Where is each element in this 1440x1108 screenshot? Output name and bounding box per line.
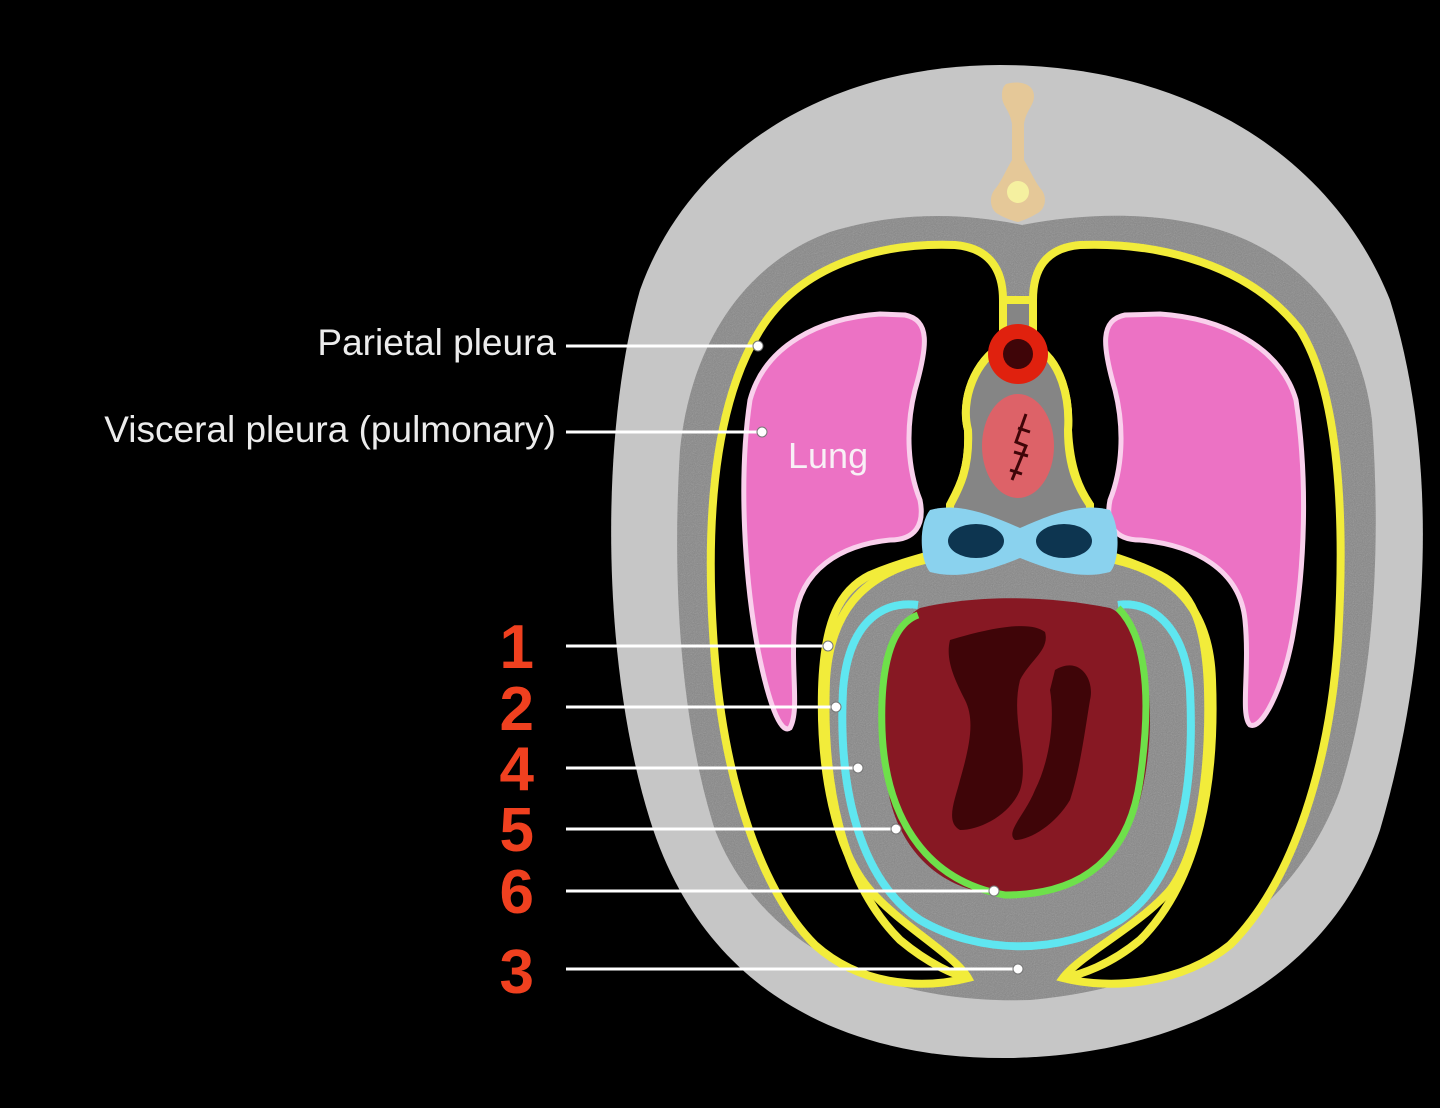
- number-4-leader-dot: [852, 762, 864, 774]
- bronchus-left-lumen: [948, 524, 1004, 558]
- parietal-pleura-label: Parietal pleura: [317, 322, 556, 363]
- visceral-pleura-leader-dot: [756, 426, 768, 438]
- number-label-2: 2: [500, 675, 534, 744]
- pericardial-sac-outer: [821, 556, 969, 982]
- pericardial-sac-outer-right: [1062, 556, 1217, 982]
- number-5-leader-dot: [890, 823, 902, 835]
- bronchus-right-lumen: [1036, 524, 1092, 558]
- aorta-lumen: [1003, 339, 1033, 369]
- number-label-5: 5: [500, 796, 534, 865]
- parietal-pleura-leader-dot: [752, 340, 764, 352]
- number-1-leader-dot: [822, 640, 834, 652]
- number-label-3: 3: [500, 938, 534, 1007]
- lung-label: Lung: [788, 435, 868, 476]
- number-label-1: 1: [500, 613, 534, 682]
- heart-chamber-left: [948, 626, 1046, 830]
- number-label-6: 6: [500, 858, 534, 927]
- parietal-pericardium: [838, 600, 1195, 951]
- visceral-pleura-label: Visceral pleura (pulmonary): [104, 409, 556, 450]
- number-6-leader-dot: [988, 885, 1000, 897]
- number-3-leader-dot: [1012, 963, 1024, 975]
- esophagus-lumen: [1009, 413, 1031, 481]
- spinal-canal: [1007, 181, 1029, 203]
- left-lung: [741, 311, 927, 732]
- esophagus: [982, 394, 1054, 498]
- number-2-leader-dot: [830, 701, 842, 713]
- heart-chamber-right: [1012, 665, 1091, 840]
- epicardium: [878, 605, 1150, 899]
- right-lung: [1103, 311, 1307, 728]
- vertebra: [990, 82, 1045, 222]
- number-label-4: 4: [500, 735, 535, 804]
